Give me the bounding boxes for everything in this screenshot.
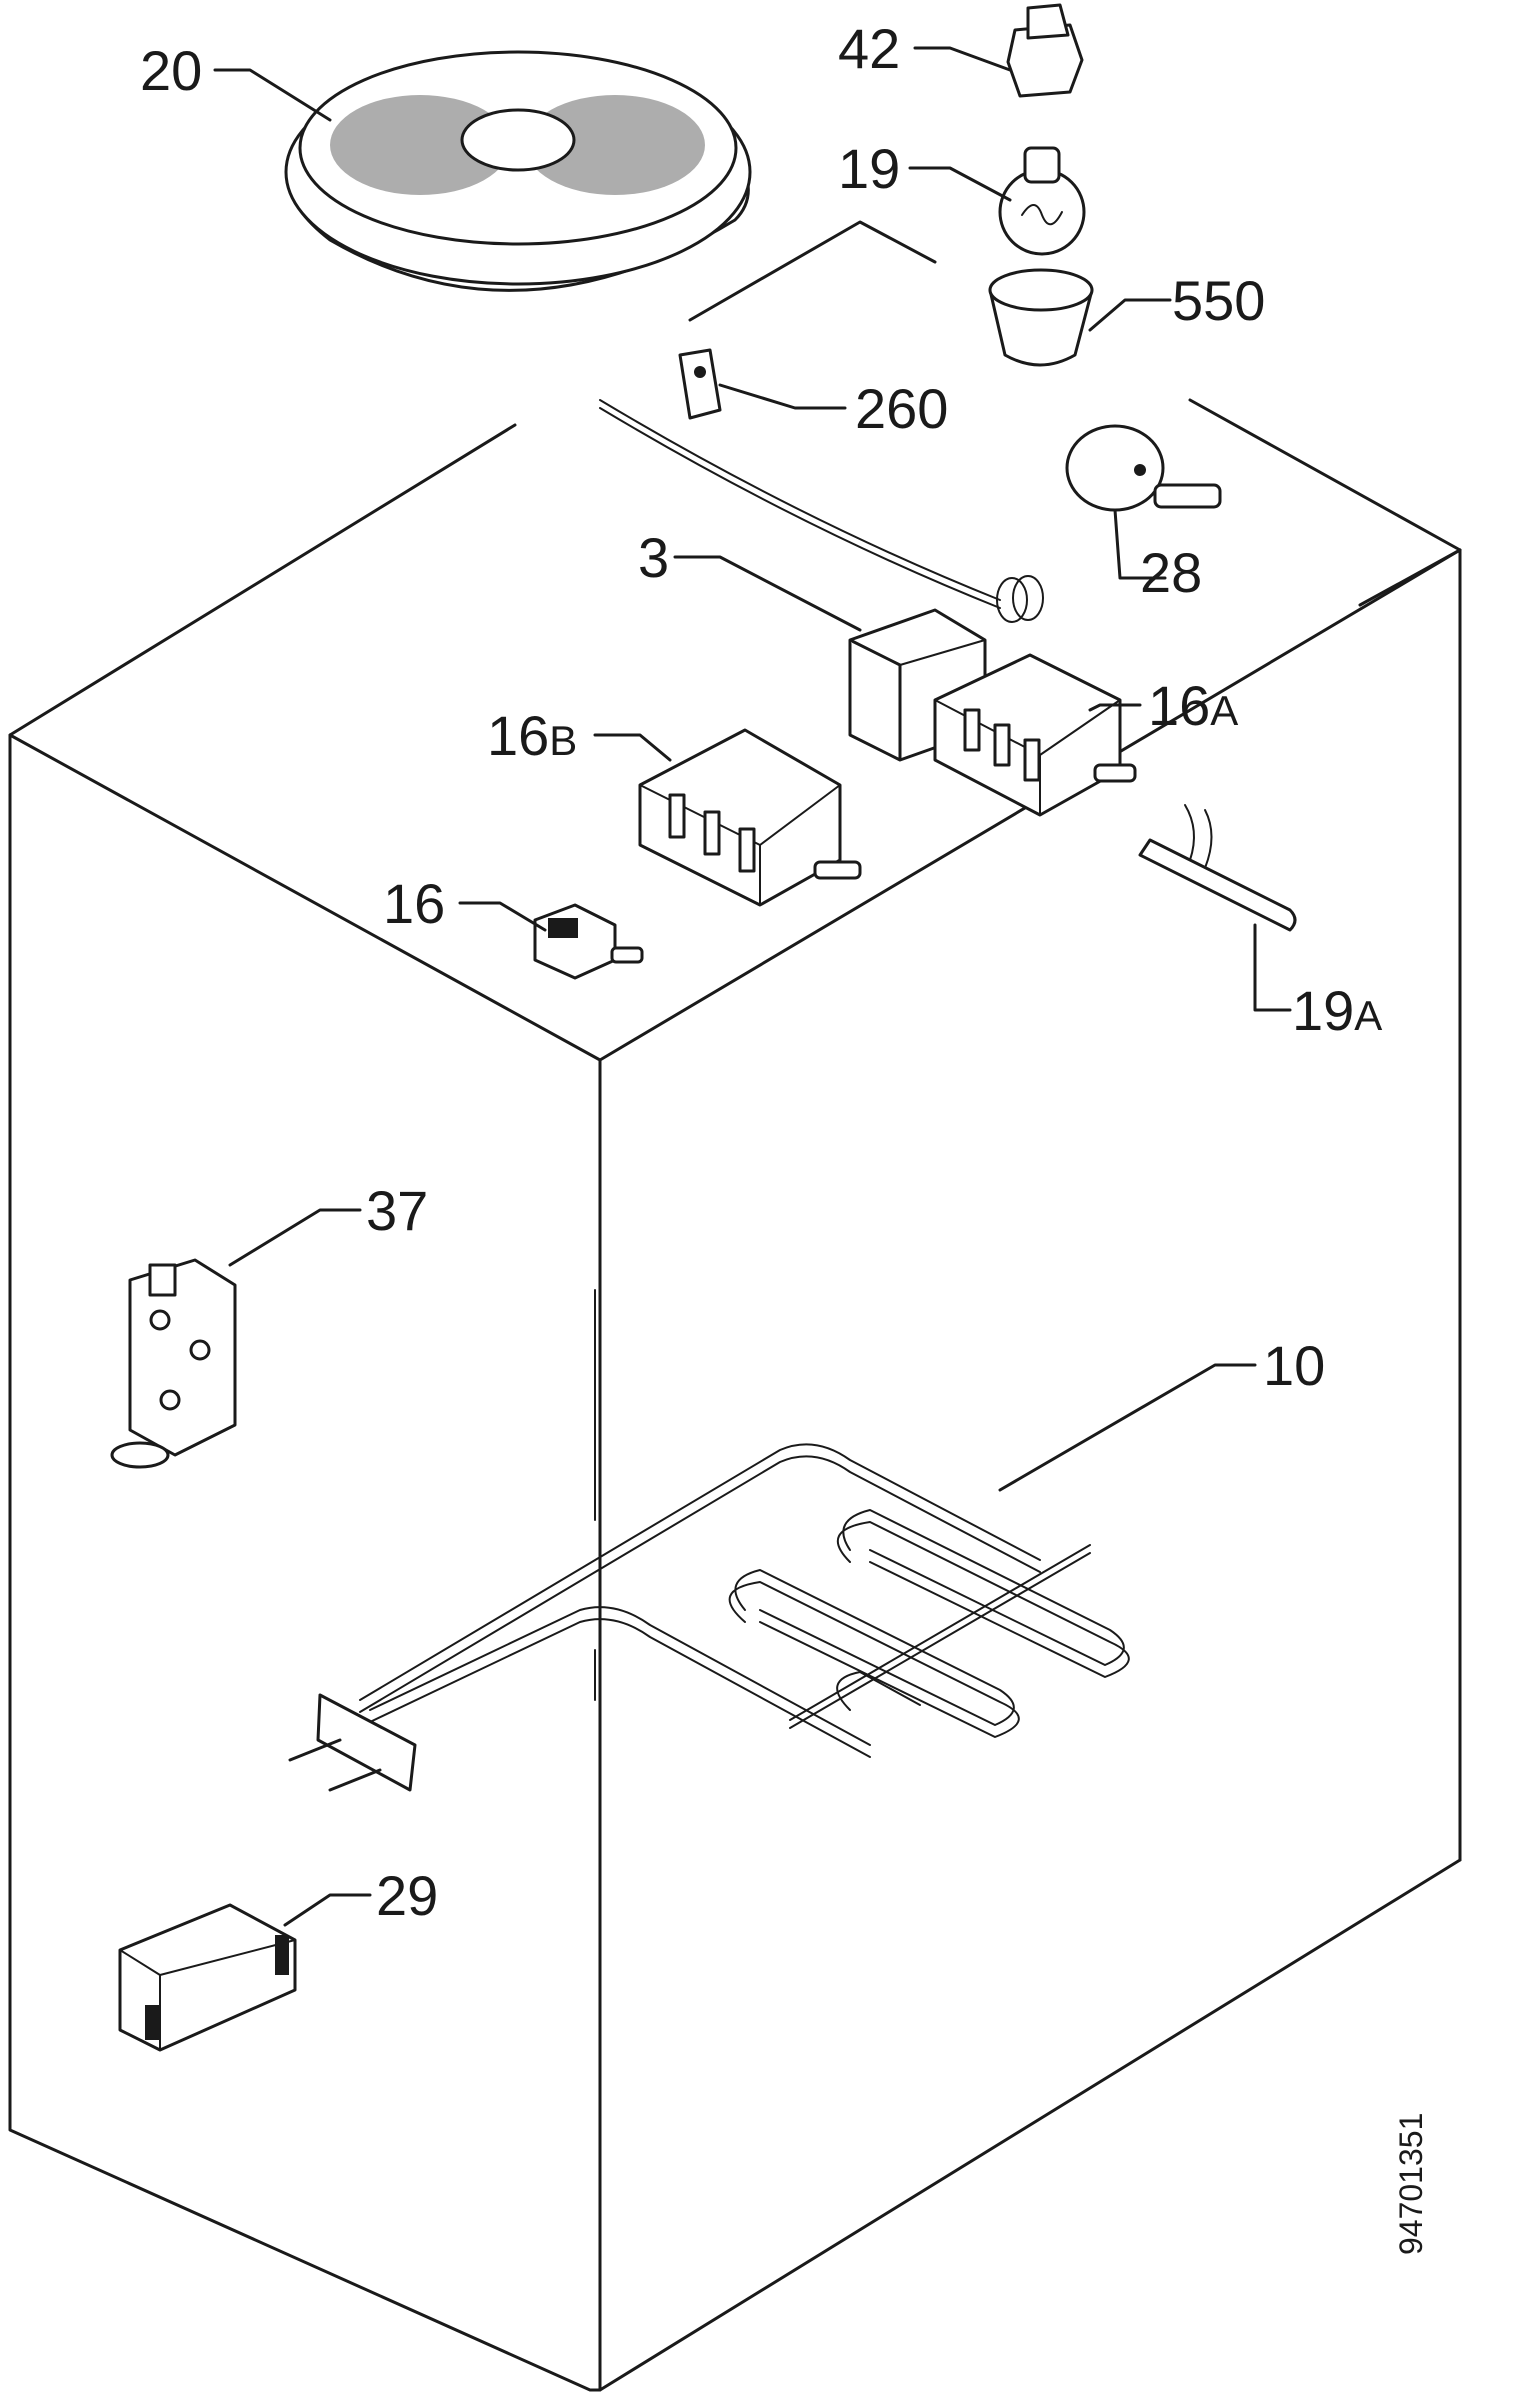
part-29-terminal-block bbox=[118, 1903, 297, 2052]
label-part-550: 550 bbox=[1172, 269, 1265, 332]
label-part-3: 3 bbox=[638, 526, 669, 589]
part-550-lamp-cover bbox=[988, 268, 1094, 367]
part-20-hotplate bbox=[284, 50, 752, 292]
part-10-grill-element bbox=[288, 1443, 1130, 1792]
label-part-28: 28 bbox=[1140, 541, 1202, 604]
label-part-29: 29 bbox=[376, 1864, 438, 1927]
label-part-10: 10 bbox=[1263, 1334, 1325, 1397]
document-number: 94701351 bbox=[1393, 2113, 1429, 2255]
part-16b-selector-switch bbox=[638, 728, 862, 907]
label-part-20: 20 bbox=[140, 39, 202, 102]
label-part-260: 260 bbox=[855, 377, 948, 440]
part-16a-selector-switch bbox=[933, 653, 1137, 817]
cabinet-outline bbox=[8, 220, 1462, 2392]
label-part-42: 42 bbox=[838, 17, 900, 80]
label-part-19: 19 bbox=[838, 137, 900, 200]
part-19a-sensor-probe bbox=[1138, 804, 1297, 932]
label-part-16a-suffix: A bbox=[1210, 687, 1238, 734]
label-part-16b-number: 16 bbox=[487, 704, 549, 767]
part-28-switch bbox=[1065, 424, 1222, 512]
label-part-19a: 19A bbox=[1292, 979, 1382, 1042]
label-part-16a-number: 16 bbox=[1148, 674, 1210, 737]
label-part-16b: 16B bbox=[487, 704, 577, 767]
label-part-19a-suffix: A bbox=[1354, 992, 1382, 1039]
part-42-lamp-holder bbox=[1006, 3, 1084, 98]
label-part-19a-number: 19 bbox=[1292, 979, 1354, 1042]
part-16-push-switch bbox=[533, 903, 644, 980]
part-260-bracket bbox=[678, 348, 722, 420]
part-19-lamp-bulb bbox=[998, 146, 1086, 256]
part-37-holder bbox=[110, 1258, 237, 1469]
label-part-16a: 16A bbox=[1148, 674, 1238, 737]
leader-lines bbox=[213, 46, 1292, 1927]
label-part-16b-suffix: B bbox=[549, 717, 577, 764]
part-labels: 20 42 19 550 260 28 3 16A 16B 16 19A 37 … bbox=[140, 17, 1382, 1927]
label-part-37: 37 bbox=[366, 1179, 428, 1242]
label-part-16: 16 bbox=[383, 872, 445, 935]
